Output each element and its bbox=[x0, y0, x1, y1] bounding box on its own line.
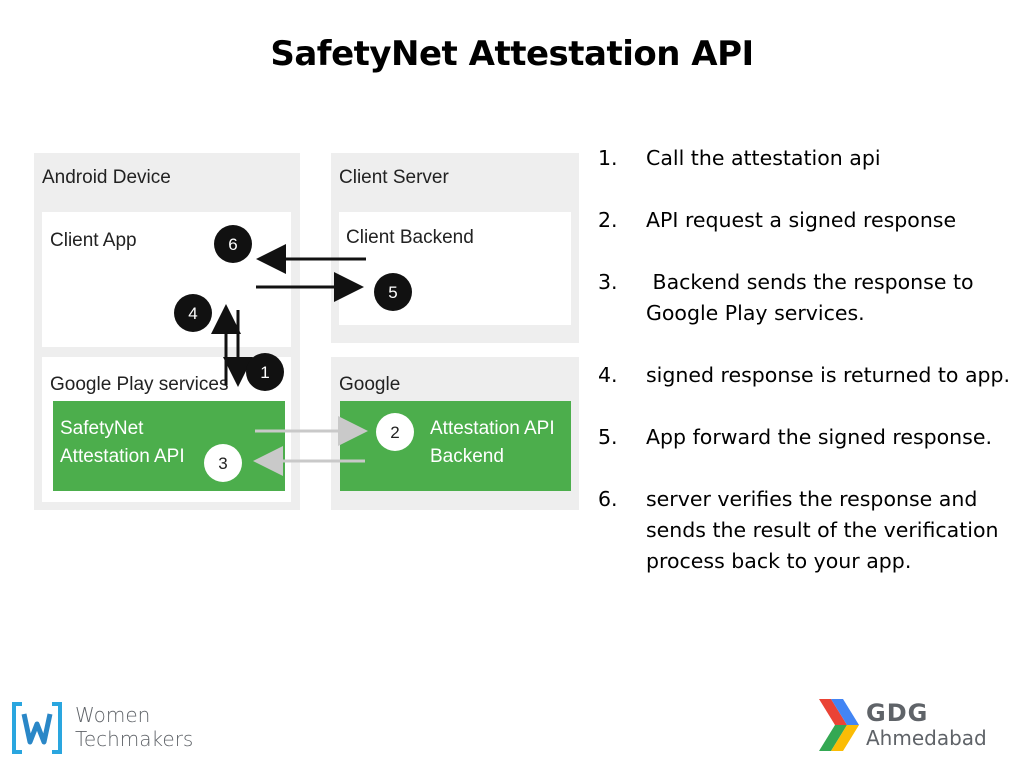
gdg-text: GDG Ahmedabad bbox=[866, 700, 987, 750]
step-text: server verifies the response and sends t… bbox=[646, 487, 999, 573]
step-item: 3. Backend sends the response to Google … bbox=[598, 267, 1018, 329]
client-app-box bbox=[42, 212, 291, 347]
step-text: signed response is returned to app. bbox=[646, 363, 1011, 387]
badge-4: 4 bbox=[174, 294, 212, 332]
svg-text:4: 4 bbox=[188, 304, 197, 323]
step-item: 4. signed response is returned to app. bbox=[598, 360, 1018, 391]
wtm-line1: Women bbox=[75, 703, 151, 727]
attestation-backend-line1: Attestation API bbox=[430, 418, 555, 439]
steps-list: 1. Call the attestation api 2. API request… bbox=[598, 143, 1018, 608]
svg-text:2: 2 bbox=[390, 423, 399, 442]
step-number: 6. bbox=[598, 487, 618, 511]
step-item: 1. Call the attestation api bbox=[598, 143, 1018, 174]
step-text: API request a signed response bbox=[646, 208, 957, 232]
step-number: 5. bbox=[598, 425, 618, 449]
svg-text:1: 1 bbox=[260, 363, 269, 382]
svg-text:3: 3 bbox=[218, 454, 227, 473]
women-techmakers-logo-icon bbox=[12, 702, 62, 754]
slide-title: SafetyNet Attestation API bbox=[270, 34, 754, 74]
attestation-backend-line2: Backend bbox=[430, 446, 504, 467]
step-number: 3. bbox=[598, 270, 618, 294]
safetynet-api-box bbox=[53, 401, 285, 491]
svg-text:6: 6 bbox=[228, 235, 237, 254]
safetynet-label-line2: Attestation API bbox=[60, 446, 185, 467]
svg-text:5: 5 bbox=[388, 283, 397, 302]
client-server-label: Client Server bbox=[339, 167, 449, 188]
attestation-backend-box bbox=[340, 401, 571, 491]
badge-1: 1 bbox=[246, 353, 284, 391]
women-techmakers-text: Women Techmakers bbox=[75, 703, 193, 751]
step-number: 4. bbox=[598, 363, 618, 387]
badge-6: 6 bbox=[214, 225, 252, 263]
step-text: Call the attestation api bbox=[646, 146, 881, 170]
badge-3: 3 bbox=[204, 444, 242, 482]
step-item: 2. API request a signed response bbox=[598, 205, 1018, 236]
android-device-label: Android Device bbox=[42, 167, 171, 188]
step-item: 6. server verifies the response and sends… bbox=[598, 484, 1018, 577]
step-number: 1. bbox=[598, 146, 618, 170]
step-text: App forward the signed response. bbox=[646, 425, 992, 449]
step-item: 5. App forward the signed response. bbox=[598, 422, 1018, 453]
wtm-line2: Techmakers bbox=[75, 727, 194, 751]
badge-5: 5 bbox=[374, 273, 412, 311]
step-number: 2. bbox=[598, 208, 618, 232]
gdg-chapter: Ahmedabad bbox=[866, 726, 987, 750]
badge-2: 2 bbox=[376, 413, 414, 451]
google-play-services-label: Google Play services bbox=[50, 374, 228, 395]
gdg-title: GDG bbox=[866, 699, 929, 727]
client-backend-box bbox=[339, 212, 571, 325]
gdg-logo-icon bbox=[819, 699, 859, 751]
step-text: Backend sends the response to Google Pla… bbox=[646, 270, 981, 325]
google-label: Google bbox=[339, 374, 400, 395]
safetynet-label-line1: SafetyNet bbox=[60, 418, 144, 439]
client-app-label: Client App bbox=[50, 230, 137, 251]
client-backend-label: Client Backend bbox=[346, 227, 474, 248]
